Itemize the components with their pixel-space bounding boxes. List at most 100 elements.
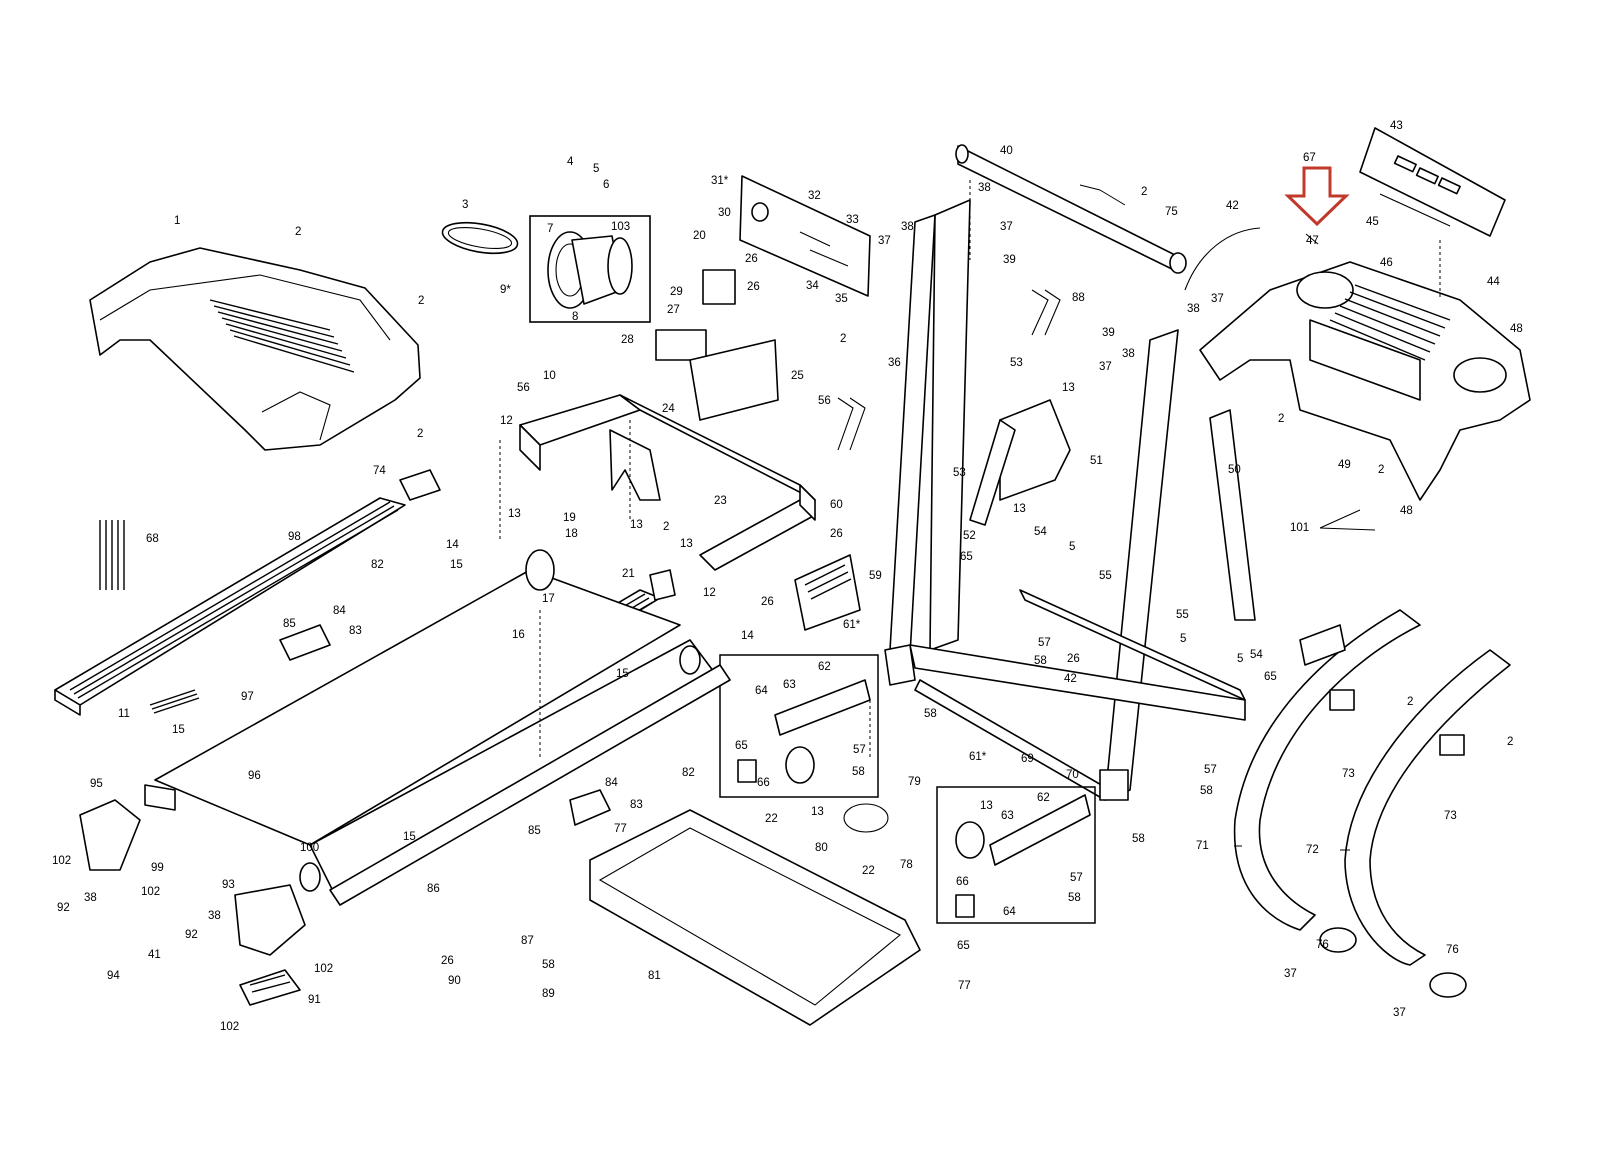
callout-label: 34 [806, 280, 819, 292]
callout-label: 13 [811, 806, 824, 818]
callout-label: 13 [1013, 503, 1026, 515]
callout-label: 2 [663, 521, 669, 533]
callout-label: 7 [547, 223, 553, 235]
callout-label: 15 [616, 668, 629, 680]
leader-lines [1079, 184, 1376, 851]
callout-label: 2 [1378, 464, 1384, 476]
callout-label: 63 [783, 679, 796, 691]
callout-label: 65 [735, 740, 748, 752]
callout-label: 38 [84, 892, 97, 904]
callout-label: 86 [427, 883, 440, 895]
callout-label: 55 [1176, 609, 1189, 621]
callout-label: 26 [761, 596, 774, 608]
callout-label: 15 [172, 724, 185, 736]
callout-label: 26 [745, 253, 758, 265]
callout-label: 102 [52, 855, 71, 867]
callout-label: 16 [512, 629, 525, 641]
callout-label: 39 [1003, 254, 1016, 266]
callout-label: 25 [791, 370, 804, 382]
callout-label: 69 [1021, 753, 1034, 765]
callout-label: 13 [980, 800, 993, 812]
callout-label: 59 [869, 570, 882, 582]
callout-label: 37 [1393, 1007, 1406, 1019]
callout-label: 41 [148, 949, 161, 961]
callout-label: 95 [90, 778, 103, 790]
callout-label: 92 [185, 929, 198, 941]
callout-label: 91 [308, 994, 321, 1006]
callout-label: 55 [1099, 570, 1112, 582]
callout-label: 101 [1290, 522, 1309, 534]
callout-label: 76 [1316, 939, 1329, 951]
callout-label: 32 [808, 190, 821, 202]
callout-label: 52 [963, 530, 976, 542]
callout-label: 57 [1038, 637, 1051, 649]
callout-label: 81 [648, 970, 661, 982]
callout-label: 5 [1069, 541, 1075, 553]
callout-label: 93 [222, 879, 235, 891]
callout-label: 54 [1250, 649, 1263, 661]
callout-label: 28 [621, 334, 634, 346]
callout-label: 68 [146, 533, 159, 545]
callout-label: 44 [1487, 276, 1500, 288]
callout-label: 13 [1062, 382, 1075, 394]
callout-label: 82 [682, 767, 695, 779]
callout-label: 85 [528, 825, 541, 837]
callout-label: 62 [1037, 792, 1050, 804]
callout-label: 37 [1099, 361, 1112, 373]
callout-label: 30 [718, 207, 731, 219]
callout-label: 58 [1132, 833, 1145, 845]
callout-label: 84 [333, 605, 346, 617]
console [1359, 127, 1506, 237]
callout-label: 24 [662, 403, 675, 415]
callout-label: 6 [603, 179, 609, 191]
drive-belt [441, 221, 519, 255]
callout-label: 65 [1264, 671, 1277, 683]
callout-label: 89 [542, 988, 555, 1000]
callout-label: 102 [220, 1021, 239, 1033]
callout-label: 42 [1226, 200, 1239, 212]
callout-label: 58 [1200, 785, 1213, 797]
callout-label: 51 [1090, 455, 1103, 467]
callout-label: 66 [757, 777, 770, 789]
callout-label: 22 [862, 865, 875, 877]
callout-label: 38 [1122, 348, 1135, 360]
callout-label: 57 [1070, 872, 1083, 884]
callout-label: 48 [1510, 323, 1523, 335]
callout-label: 5 [1180, 633, 1186, 645]
callout-label: 26 [747, 281, 760, 293]
callout-label: 20 [693, 230, 706, 242]
callout-label: 70 [1066, 769, 1079, 781]
callout-label: 83 [630, 799, 643, 811]
callout-label: 56 [517, 382, 530, 394]
callout-label: 56 [818, 395, 831, 407]
callout-label: 46 [1380, 257, 1393, 269]
callout-label: 4 [567, 156, 574, 168]
callout-label: 79 [908, 776, 921, 788]
callout-label: 14 [741, 630, 754, 642]
callout-label: 14 [446, 539, 459, 551]
handrails [1233, 609, 1511, 998]
callout-label: 54 [1034, 526, 1047, 538]
base-cover [589, 809, 921, 1026]
callout-label: 15 [403, 831, 416, 843]
callout-label: 57 [853, 744, 866, 756]
callout-label: 3 [462, 199, 468, 211]
callout-label: 8 [572, 311, 578, 323]
callout-label: 102 [314, 963, 333, 975]
callout-label: 58 [852, 766, 865, 778]
callout-label: 103 [611, 221, 630, 233]
callout-label: 1 [174, 215, 180, 227]
callout-label: 92 [57, 902, 70, 914]
callout-label: 39 [1102, 327, 1115, 339]
callout-label: 33 [846, 214, 859, 226]
callout-label: 13 [630, 519, 643, 531]
callout-label: 88 [1072, 292, 1085, 304]
callout-label: 71 [1196, 840, 1209, 852]
callout-label: 96 [248, 770, 261, 782]
callout-label: 21 [622, 568, 635, 580]
upright-frame-base [519, 394, 816, 571]
callout-label: 45 [1366, 216, 1379, 228]
controller-plate [739, 175, 871, 297]
callout-label: 35 [835, 293, 848, 305]
